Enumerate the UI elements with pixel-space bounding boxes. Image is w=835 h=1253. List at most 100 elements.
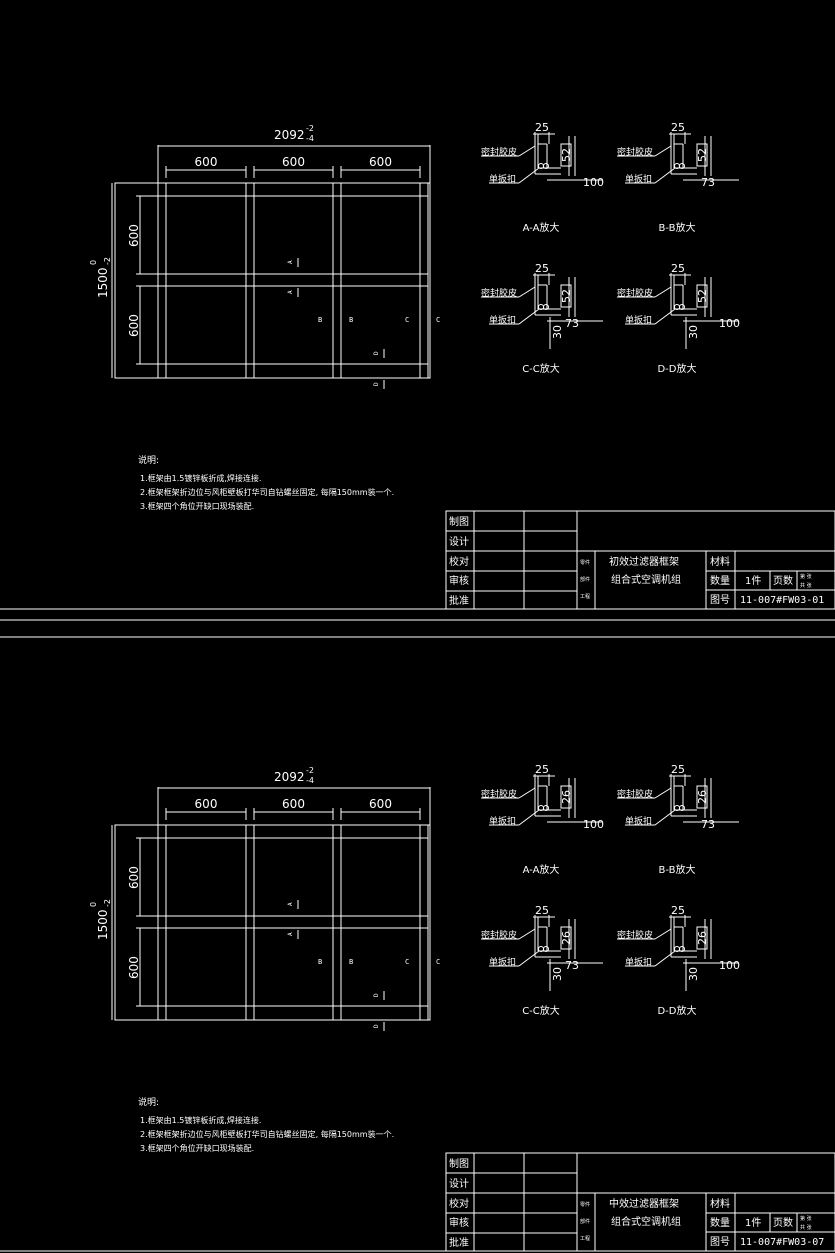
detail-bottom-dimension: 73	[565, 959, 579, 972]
detail-title: D-D放大	[657, 362, 696, 375]
section-mark: B	[318, 958, 322, 966]
leader-line	[518, 950, 540, 967]
side-char: 部件	[580, 576, 590, 583]
clip-label: 单扳扣	[489, 956, 516, 968]
clip-label: 单扳扣	[489, 173, 516, 185]
quantity-value: 1件	[745, 1217, 761, 1229]
detail-top-dimension: 25	[535, 904, 549, 917]
width-tolerance-lower: -4	[306, 776, 314, 785]
clip-circle	[679, 946, 685, 952]
approval-role: 校对	[449, 1197, 469, 1210]
detail-bottom-dimension: 100	[583, 818, 604, 831]
leader-line	[654, 809, 676, 826]
height-tolerance-upper: 0	[89, 902, 98, 907]
material-label: 材料	[710, 555, 730, 568]
section-arrow-mark: A	[287, 260, 294, 264]
bay-width-dimension: 600	[369, 797, 392, 811]
height-tolerance-upper: 0	[89, 260, 98, 265]
section-arrow-mark: D	[373, 993, 380, 997]
detail-top-dimension: 25	[535, 763, 549, 776]
frame-outer	[114, 824, 431, 1021]
detail-title: C-C放大	[522, 362, 560, 375]
clip-circle	[679, 805, 685, 811]
leader-line	[518, 167, 540, 184]
side-dimension-box	[696, 284, 708, 308]
page-sub: 第 张	[800, 1215, 812, 1222]
detail-top-dimension: 25	[671, 262, 685, 275]
leader-line	[518, 787, 536, 799]
clip-label: 单扳扣	[489, 815, 516, 827]
unit-name: 组合式空调机组	[611, 1215, 681, 1228]
section-arrow-mark: A	[287, 290, 294, 294]
side-dimension-box	[560, 284, 572, 308]
detail-bottom-dimension: 73	[565, 317, 579, 330]
detail-side-dimension: 26	[696, 931, 709, 945]
detail-bottom-dimension: 73	[701, 176, 715, 189]
page-sub: 共 张	[800, 582, 812, 589]
row-height-dimension: 600	[127, 314, 141, 337]
detail-top-dimension: 25	[535, 262, 549, 275]
height-tolerance-lower: -2	[103, 257, 112, 265]
detail-top-dimension: 25	[671, 904, 685, 917]
side-dimension-box	[696, 926, 708, 950]
material-label: 材料	[710, 1197, 730, 1210]
detail-title: C-C放大	[522, 1004, 560, 1017]
leader-line	[654, 286, 672, 298]
bay-width-dimension: 600	[195, 155, 218, 169]
approval-role: 审核	[449, 574, 469, 587]
leader-line	[654, 167, 676, 184]
drawing-name: 中效过滤器框架	[609, 1197, 679, 1210]
width-tolerance-upper: -2	[306, 124, 314, 133]
clip-circle	[679, 163, 685, 169]
notes-line: 1.框架由1.5镀锌板折成,焊接连接.	[140, 473, 261, 483]
leader-line	[518, 308, 540, 325]
section-mark: B	[349, 958, 353, 966]
detail-title: B-B放大	[659, 221, 696, 234]
section-mark: C	[436, 316, 440, 324]
approval-role: 设计	[449, 535, 469, 548]
page-label: 页数	[773, 1216, 793, 1229]
notes-line: 3.框架四个角位开缺口现场装配.	[140, 501, 254, 511]
clip-label: 单扳扣	[625, 314, 652, 326]
section-arrow-mark: A	[287, 902, 294, 906]
detail-side-dimension: 52	[696, 289, 709, 303]
seal-label: 密封胶皮	[617, 929, 653, 941]
notes-heading: 说明:	[138, 454, 159, 466]
detail-top-dimension: 25	[671, 121, 685, 134]
detail-bottom-dimension: 73	[701, 818, 715, 831]
detail-side-dimension: 52	[560, 289, 573, 303]
approval-role: 批准	[449, 1236, 469, 1249]
leader-line	[654, 950, 676, 967]
clip-label: 单扳扣	[625, 815, 652, 827]
section-mark: B	[318, 316, 322, 324]
approval-role: 批准	[449, 594, 469, 607]
drawing-number: 11-007#FW03-01	[740, 595, 824, 606]
overall-width-dimension: 2092	[274, 770, 305, 784]
side-dimension-box	[560, 785, 572, 809]
bay-width-dimension: 600	[195, 797, 218, 811]
page-sub: 共 张	[800, 1224, 812, 1231]
leader-line	[518, 928, 536, 940]
detail-side-dimension: 26	[560, 931, 573, 945]
detail-vertical-dimension: 30	[687, 967, 700, 981]
clip-circle	[543, 163, 549, 169]
seal-label: 密封胶皮	[617, 788, 653, 800]
detail-title: D-D放大	[657, 1004, 696, 1017]
width-tolerance-upper: -2	[306, 766, 314, 775]
notes-line: 2.框架框架折边位与风柜壁板打华司自钻螺丝固定, 每隔150mm装一个.	[140, 487, 394, 497]
detail-vertical-dimension: 30	[551, 325, 564, 339]
approval-role: 制图	[449, 515, 469, 528]
leader-line	[654, 308, 676, 325]
side-dimension-box	[696, 785, 708, 809]
detail-side-dimension: 52	[560, 148, 573, 162]
notes-line: 3.框架四个角位开缺口现场装配.	[140, 1143, 254, 1153]
clip-label: 单扳扣	[489, 314, 516, 326]
width-tolerance-lower: -4	[306, 134, 314, 143]
detail-vertical-dimension: 30	[687, 325, 700, 339]
approval-role: 制图	[449, 1157, 469, 1170]
